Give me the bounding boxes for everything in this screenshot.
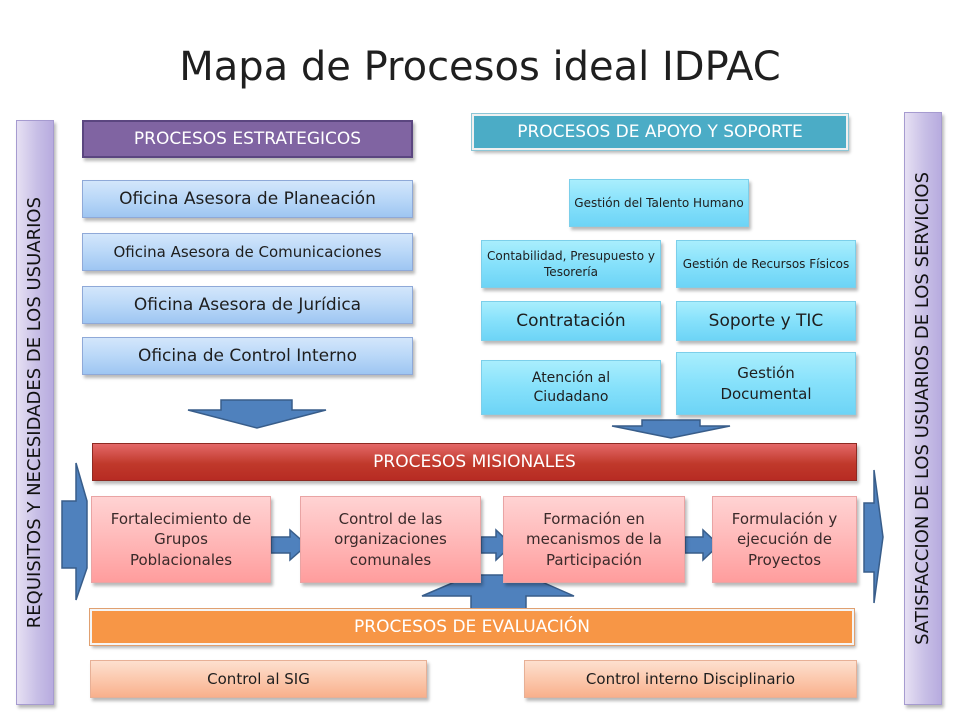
evaluation-control-sig: Control al SIG: [90, 660, 427, 698]
evaluation-control-disciplinario: Control interno Disciplinario: [524, 660, 857, 698]
missional-fortalecimiento: Fortalecimiento de Grupos Poblacionales: [91, 496, 271, 583]
support-recursos-fisicos: Gestión de Recursos Físicos: [676, 240, 856, 288]
left-banner: REQUISITOS Y NECESIDADES DE LOS USUARIOS: [16, 120, 54, 705]
left-input-arrow: [61, 462, 88, 601]
missional-header: PROCESOS MISIONALES: [92, 443, 857, 481]
right-output-arrow: [863, 469, 884, 604]
strategic-item-comunicaciones: Oficina Asesora de Comunicaciones: [82, 233, 413, 271]
missional-formulacion: Formulación y ejecución de Proyectos: [712, 496, 857, 583]
missional-control-organizaciones: Control de las organizaciones comunales: [300, 496, 481, 583]
strategic-item-juridica: Oficina Asesora de Jurídica: [82, 286, 413, 324]
support-contratacion: Contratación: [481, 301, 661, 341]
support-down-arrow: [611, 419, 731, 439]
missional-arrow-1: [270, 528, 309, 562]
support-soporte-tic: Soporte y TIC: [676, 301, 856, 341]
strategic-down-arrow: [187, 399, 327, 429]
right-banner: SATISFACCION DE LOS USUARIOS DE LOS SERV…: [904, 112, 942, 705]
support-talento-humano: Gestión del Talento Humano: [569, 179, 749, 227]
evaluation-header: PROCESOS DE EVALUACIÓN: [89, 608, 855, 646]
strategic-header: PROCESOS ESTRATEGICOS: [82, 120, 413, 158]
missional-formacion: Formación en mecanismos de la Participac…: [503, 496, 685, 583]
missional-arrow-3: [684, 528, 721, 562]
page-title: Mapa de Procesos ideal IDPAC: [179, 44, 781, 90]
support-atencion-ciudadano: Atención al Ciudadano: [481, 360, 661, 415]
support-contabilidad: Contabilidad, Presupuesto y Tesorería: [481, 240, 661, 288]
support-header: PROCESOS DE APOYO Y SOPORTE: [471, 113, 849, 151]
support-gestion-documental: Gestión Documental: [676, 352, 856, 415]
strategic-item-planeacion: Oficina Asesora de Planeación: [82, 180, 413, 218]
strategic-item-control-interno: Oficina de Control Interno: [82, 337, 413, 375]
